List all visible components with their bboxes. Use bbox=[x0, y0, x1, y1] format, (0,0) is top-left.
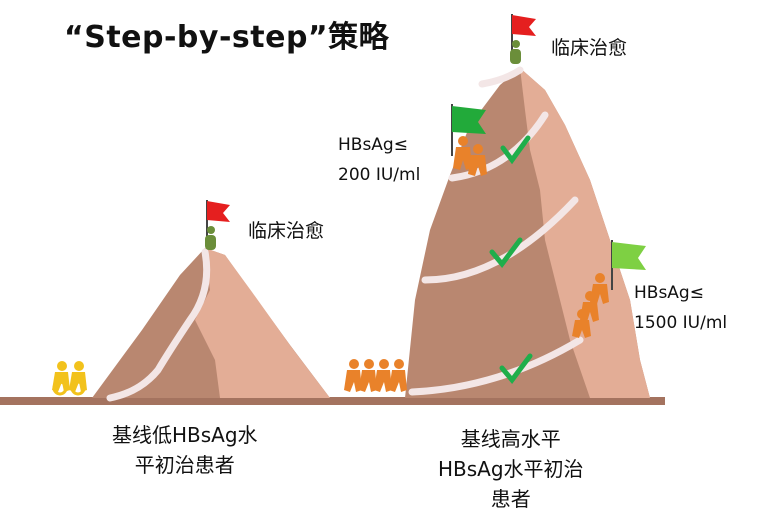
milestone-label-200: HBsAg≤ 200 IU/ml bbox=[338, 135, 421, 185]
flag-icon bbox=[451, 104, 486, 156]
climber-icon bbox=[453, 136, 487, 176]
right-caption: 基线高水平 HBsAg水平初治 患者 bbox=[438, 427, 584, 511]
flag-icon bbox=[611, 240, 646, 290]
right-goal-label: 临床治愈 bbox=[551, 37, 628, 59]
left-mountain bbox=[92, 248, 330, 402]
climber-icon bbox=[572, 273, 609, 338]
left-caption: 基线低HBsAg水 平初治患者 bbox=[112, 423, 258, 477]
person-icon bbox=[205, 226, 216, 250]
person-icon bbox=[510, 40, 521, 64]
checkmark-icon bbox=[500, 135, 531, 165]
climber-icon bbox=[52, 361, 87, 396]
page-title: “Step-by-step”策略 bbox=[64, 20, 390, 55]
right-mountain bbox=[405, 66, 650, 398]
left-goal-label: 临床治愈 bbox=[248, 220, 325, 242]
ground-line bbox=[0, 397, 665, 405]
milestone-label-1500: HBsAg≤ 1500 IU/ml bbox=[634, 283, 728, 333]
climber-icon bbox=[344, 359, 407, 392]
checkmark-icon bbox=[489, 237, 523, 269]
checkmark-icon bbox=[499, 353, 533, 385]
